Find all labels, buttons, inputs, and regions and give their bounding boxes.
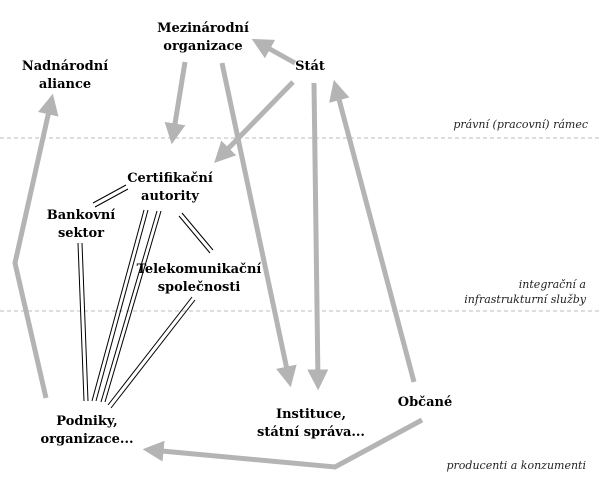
node-instituce-line1: Instituce, <box>276 407 346 422</box>
node-bankovni-line2: sektor <box>57 226 105 241</box>
link-certifikacni-telekom <box>178 212 214 254</box>
arrow-mezinarodni-to-instituce <box>219 62 297 388</box>
link-certifikacni-podniky-a <box>91 209 149 402</box>
arrow-mezinarodni-to-certifikacni <box>164 61 188 145</box>
zone-integracni-line2: infrastrukturní služby <box>464 293 586 306</box>
node-podniky-line1: Podniky, <box>56 414 118 429</box>
zone-pravni-line1: právní (pracovní) rámec <box>453 118 588 131</box>
node-certifikacni-line1: Certifikační <box>127 171 213 186</box>
arrow-obcane-to-stat <box>329 79 417 383</box>
node-mezinarodni-line2: organizace <box>163 39 243 54</box>
node-bankovni-line1: Bankovní <box>46 208 116 223</box>
node-obcane: Občané <box>398 394 452 412</box>
node-stat: Stát <box>295 58 325 76</box>
node-podniky-line2: organizace... <box>40 432 134 447</box>
zone-label-pravni-ramec: právní (pracovní) rámec <box>453 117 588 132</box>
node-instituce-line2: státní správa... <box>257 425 365 440</box>
node-nadnarodni-line1: Nadnárodní <box>21 59 109 74</box>
link-telekom-podniky <box>107 296 196 409</box>
node-telekom-line1: Telekomunikační <box>136 262 262 277</box>
arrow-stat-to-instituce <box>307 82 329 391</box>
node-bankovni-sektor: Bankovní sektor <box>47 207 116 243</box>
node-telekom-line2: společnosti <box>157 280 241 295</box>
node-mezinarodni-line1: Mezinárodní <box>157 21 249 36</box>
arrow-podniky-to-nadnarodni <box>12 93 59 399</box>
zone-label-producenti-konzumenti: producenti a konzumenti <box>446 458 586 473</box>
node-obcane-line1: Občané <box>397 395 453 410</box>
link-bankovni-podniky <box>77 242 89 402</box>
node-certifikacni-line2: autority <box>141 189 199 204</box>
node-instituce-statni-sprava: Instituce, státní správa... <box>257 406 365 442</box>
zone-label-integracni-sluzby: integrační a infrastrukturní služby <box>464 277 586 307</box>
node-nadnarodni-aliance: Nadnárodní aliance <box>22 58 108 94</box>
arrow-stat-to-mezinarodni <box>251 38 297 66</box>
zone-producenti-line1: producenti a konzumenti <box>446 459 586 472</box>
link-certifikacni-podniky-b <box>100 210 162 403</box>
link-certifikacni-bankovni <box>92 184 129 208</box>
arrow-stat-to-certifikacni <box>214 80 295 164</box>
node-stat-line1: Stát <box>295 59 325 74</box>
node-certifikacni-autority: Certifikační autority <box>127 170 213 206</box>
zone-integracni-line1: integrační a <box>518 278 586 291</box>
arrow-obcane-to-podniky <box>142 417 424 470</box>
node-telekomunikacni-spolecnosti: Telekomunikační společnosti <box>137 261 262 297</box>
node-nadnarodni-line2: aliance <box>38 77 92 92</box>
node-mezinarodni-organizace: Mezinárodní organizace <box>157 20 249 56</box>
node-podniky-organizace: Podniky, organizace... <box>41 413 134 449</box>
